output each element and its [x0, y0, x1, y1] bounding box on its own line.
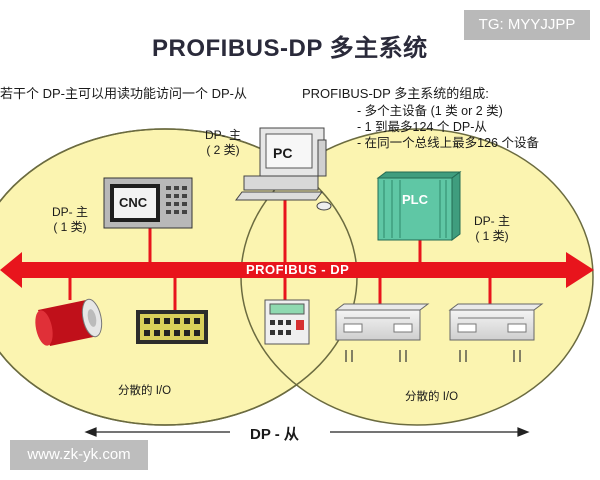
- bus-drop-lines: [68, 200, 492, 310]
- io-right-label: 分散的 I/O: [405, 391, 459, 403]
- pc-caption-line: DP- 主: [205, 128, 242, 142]
- pc-label: PC: [273, 145, 293, 161]
- slave-label: DP - 从: [250, 426, 299, 443]
- left-note: 若干个 DP-主可以用读功能访问一个 DP-从: [0, 86, 248, 101]
- plc-caption-line: ( 1 类): [475, 229, 509, 243]
- pc-device: [235, 127, 332, 211]
- cnc-caption: DP- 主 ( 1 类): [52, 205, 88, 235]
- slave-span-arrow: [84, 427, 530, 437]
- profibus-bus-arrow: [0, 252, 594, 288]
- motor-device: [35, 298, 103, 346]
- composition-item: - 在同一个总线上最多126 个设备: [357, 136, 539, 150]
- composition-item: - 多个主设备 (1 类 or 2 类): [357, 104, 503, 118]
- plc-caption: DP- 主 ( 1 类): [474, 214, 510, 244]
- io-rack-2: [448, 303, 544, 362]
- cnc-label: CNC: [119, 195, 148, 210]
- watermark-bottom-left: www.zk-yk.com: [10, 440, 148, 470]
- bus-label: PROFIBUS - DP: [246, 262, 350, 277]
- pc-caption-line: ( 2 类): [206, 143, 240, 157]
- pc-caption: DP- 主 ( 2 类): [205, 128, 241, 158]
- cnc-caption-line: DP- 主: [52, 205, 89, 219]
- page-title: PROFIBUS-DP 多主系统: [152, 35, 428, 62]
- composition-item: - 1 到最多124 个 DP-从: [357, 120, 487, 134]
- cnc-device: [103, 177, 193, 229]
- io-rack-1: [334, 303, 430, 362]
- operator-panel: [264, 299, 310, 345]
- watermark-top-right: TG: MYYJJPP: [464, 10, 590, 40]
- io-left-label: 分散的 I/O: [118, 385, 172, 397]
- io-module-left: [136, 310, 208, 344]
- plc-device: [376, 171, 462, 241]
- cnc-caption-line: ( 1 类): [53, 220, 87, 234]
- plc-label: PLC: [402, 192, 428, 207]
- composition-heading: PROFIBUS-DP 多主系统的组成:: [302, 86, 489, 101]
- plc-caption-line: DP- 主: [474, 214, 511, 228]
